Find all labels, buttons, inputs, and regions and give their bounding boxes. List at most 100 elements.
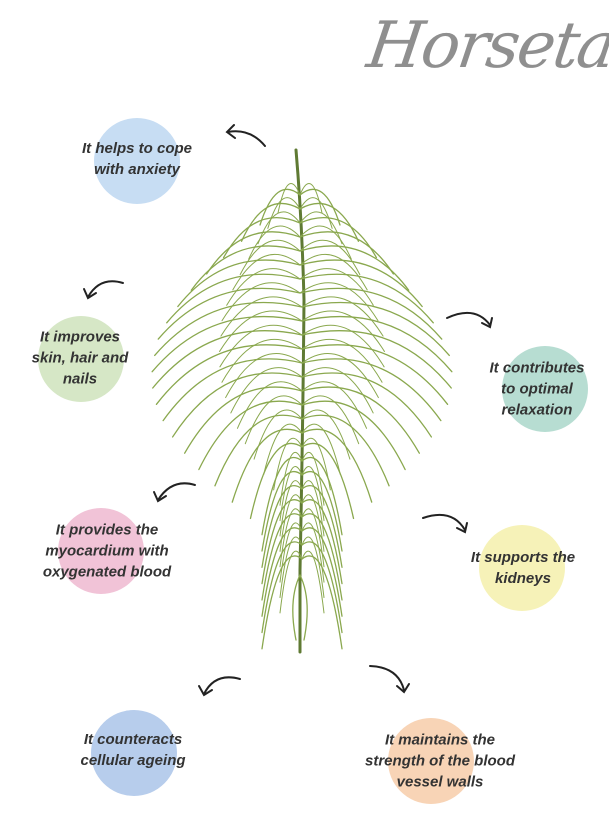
plant-branch: [299, 188, 341, 226]
benefit-vessels: It maintains the strength of the blood v…: [365, 730, 515, 793]
arrow-icon-1: [225, 124, 266, 147]
plant-branch: [225, 353, 303, 399]
plant-branch: [299, 287, 443, 340]
plant-branch: [157, 287, 301, 340]
circle-myocardium: [58, 508, 144, 594]
plant-branch: [301, 315, 453, 373]
plant-branch: [292, 574, 301, 641]
plant-branch: [299, 182, 323, 214]
label-line: It maintains the: [384, 731, 496, 749]
plant-branch: [301, 466, 325, 522]
plant-branch: [279, 480, 303, 537]
benefit-relaxation: It contributes to optimal relaxation: [489, 358, 584, 421]
plant-branch: [206, 231, 301, 275]
arrow-icon-2: [83, 280, 124, 300]
arrow-icon-5: [422, 514, 468, 534]
plant-branch: [214, 414, 303, 487]
plant-branch: [257, 211, 301, 245]
benefit-kidneys: It supports the kidneys: [471, 547, 575, 589]
plant-branch: [301, 301, 450, 357]
plant-branch: [279, 536, 303, 599]
plant-branch: [299, 239, 361, 276]
plant-branch: [301, 480, 325, 537]
plant-branch: [279, 451, 303, 506]
plant-branch: [301, 310, 385, 352]
plant-branch: [301, 484, 343, 568]
plant-branch: [263, 423, 303, 475]
plant-branch: [151, 315, 303, 373]
plant-branch: [301, 386, 420, 454]
benefit-myocardium: It provides the myocardium with oxygenat…: [43, 520, 171, 583]
plant-branch: [277, 182, 301, 214]
circle-vessels: [388, 718, 474, 804]
plant-branch: [299, 231, 394, 275]
plant-branch: [249, 442, 303, 520]
label-line: vessel walls: [396, 773, 484, 791]
plant-branch: [248, 225, 301, 260]
plant-branch: [230, 367, 303, 414]
plant-branch: [301, 555, 343, 650]
plant-branch: [221, 282, 301, 322]
plant-branch: [259, 188, 301, 226]
plant-branch: [299, 202, 360, 242]
plant-branch: [301, 550, 325, 614]
plant-branch: [301, 358, 442, 422]
label-line: skin, hair and: [31, 349, 129, 367]
label-line: It supports the: [470, 549, 576, 566]
plant-branch: [236, 381, 303, 429]
arrow-icon-7: [369, 665, 410, 694]
label-line: cellular ageing: [80, 752, 186, 769]
plant-branch: [301, 381, 368, 429]
plant-branch: [261, 470, 303, 552]
plant-branch: [244, 395, 303, 445]
circle-anxiety: [94, 118, 180, 204]
label-line: to optimal: [501, 380, 573, 398]
label-line: It provides the: [55, 521, 159, 539]
plant-branch: [301, 324, 385, 368]
plant-branch: [279, 550, 303, 614]
plant-branch: [301, 395, 360, 445]
plant-branch: [299, 225, 352, 260]
label-line: myocardium with: [45, 542, 169, 560]
label-line: It improves: [39, 328, 121, 346]
plant-branch: [154, 301, 303, 357]
plant-branch: [301, 414, 390, 487]
plant-branch: [301, 400, 406, 471]
plant-branch: [301, 513, 343, 601]
plant-branch: [301, 470, 343, 552]
plant-branch: [301, 494, 325, 552]
plant-branch: [261, 541, 303, 634]
plant-branch: [299, 245, 410, 291]
plant-branch: [299, 254, 368, 291]
benefit-anxiety: It helps to cope with anxiety: [82, 138, 192, 180]
plant-branch: [226, 268, 301, 306]
plant-branch: [301, 353, 379, 399]
plant-branch: [301, 451, 325, 506]
label-line: with anxiety: [94, 161, 180, 178]
plant-branch: [166, 273, 301, 324]
plant-branch: [299, 211, 343, 245]
plant-branch: [184, 386, 303, 454]
plant-branch: [299, 268, 374, 306]
plant-branch: [301, 344, 449, 405]
plant-branch: [301, 367, 374, 414]
label-line: oxygenated blood: [42, 563, 172, 581]
label-line: relaxation: [501, 401, 573, 419]
plant-stem: [294, 148, 306, 654]
plant-branch: [162, 358, 303, 422]
plant-branch: [301, 372, 433, 438]
benefit-skin: It improves skin, hair and nails: [32, 327, 129, 390]
plant-branch: [231, 428, 303, 503]
plant-branch: [261, 527, 303, 617]
circle-ageing: [91, 710, 177, 796]
plant-branch: [301, 428, 373, 503]
label-line: nails: [62, 370, 98, 388]
plant-branch: [279, 494, 303, 552]
plant-branch: [190, 245, 301, 291]
plant-branch: [279, 466, 303, 522]
plant-branch: [261, 513, 303, 601]
label-line: It helps to cope: [81, 140, 193, 157]
arrow-icon-6: [198, 676, 241, 697]
